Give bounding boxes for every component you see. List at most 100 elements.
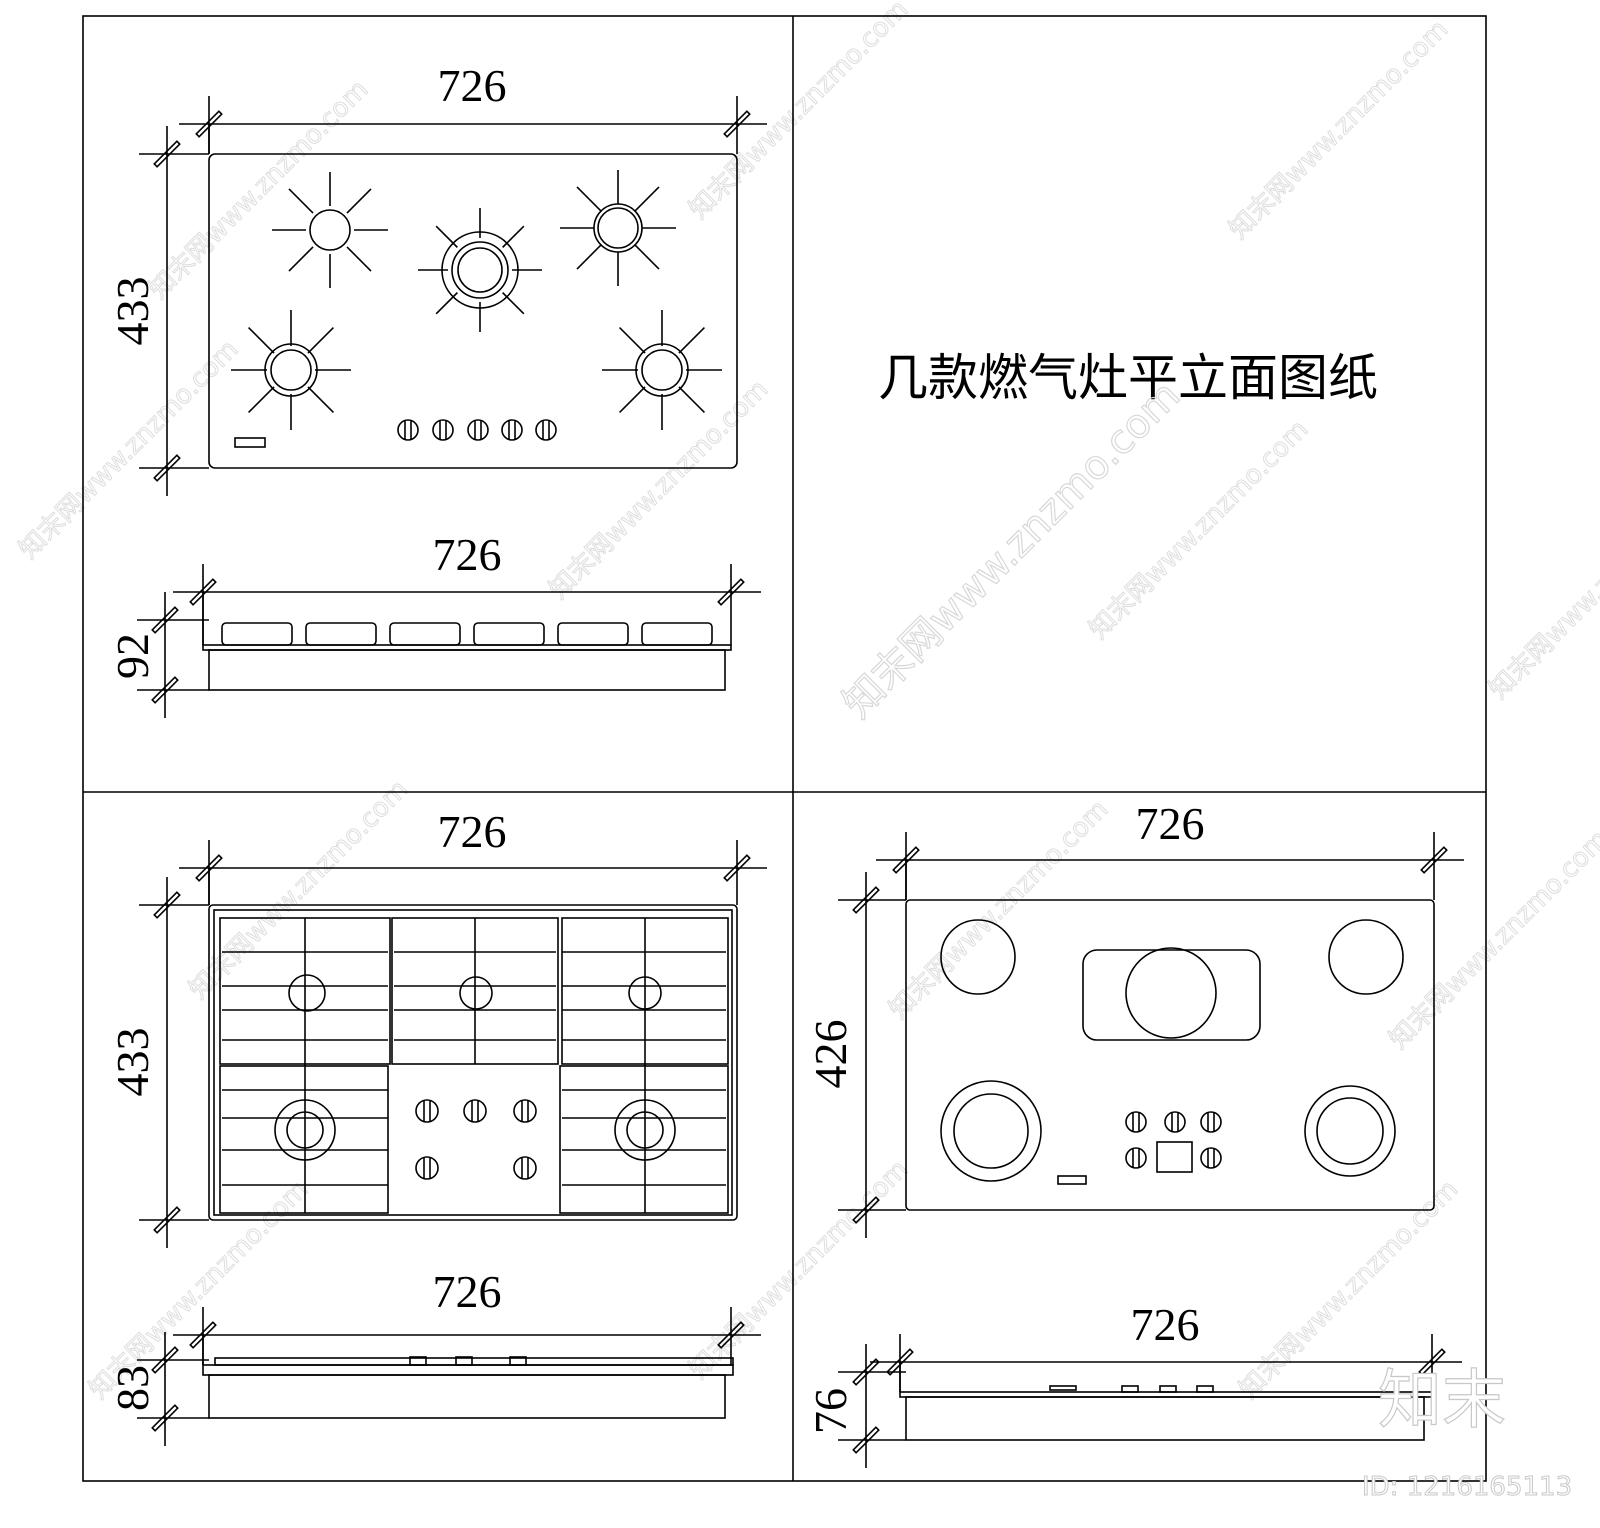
- knob-profile: [509, 1356, 527, 1366]
- burner: [1328, 919, 1404, 995]
- grate-spoke: [346, 188, 372, 214]
- dim-tick: [892, 846, 920, 874]
- burner-ring: [1316, 1097, 1384, 1165]
- dim-tick: [852, 1358, 880, 1386]
- knob: [467, 419, 489, 441]
- knob: [1200, 1111, 1222, 1133]
- dim-tick: [852, 886, 880, 914]
- burner: [1125, 947, 1217, 1039]
- watermark-tile: 知末网www.znzmo.com: [684, 0, 915, 225]
- burner: [309, 209, 351, 251]
- burner-ring: [626, 1111, 664, 1149]
- knob: [432, 419, 454, 441]
- dim-plan3-depth: 426: [805, 1020, 856, 1089]
- cooktop-plan-3: [905, 899, 1435, 1211]
- knob: [501, 419, 523, 441]
- watermark-tile: 知末网www.znzmo.com: [1484, 474, 1600, 705]
- burner-ring: [953, 1093, 1029, 1169]
- grate-spoke: [435, 225, 458, 248]
- grate-spoke: [634, 186, 660, 212]
- indicator-profile: [1049, 1385, 1077, 1391]
- dim-tick: [151, 1346, 179, 1374]
- knob: [1125, 1111, 1147, 1133]
- burner: [459, 976, 493, 1010]
- knob: [513, 1156, 537, 1180]
- cooktop-inner: [213, 909, 733, 1216]
- watermark-site: 知末网www.znzmo.com: [835, 373, 1190, 728]
- grate-spoke: [307, 386, 334, 413]
- body: [208, 1374, 726, 1419]
- knob-profile: [1159, 1385, 1177, 1393]
- dim-tick: [151, 606, 179, 634]
- burner-ring: [286, 1111, 324, 1149]
- indicator: [234, 437, 266, 448]
- dim-plan2-width: 726: [438, 806, 507, 857]
- knob: [463, 1099, 487, 1123]
- dim-elev2-width: 726: [433, 1266, 502, 1317]
- dim-tick: [1418, 1348, 1446, 1376]
- watermark-tile: 知末网www.znzmo.com: [184, 774, 415, 1005]
- grate-spoke: [634, 244, 660, 270]
- top-plate: [202, 1364, 734, 1376]
- knob: [1200, 1147, 1222, 1169]
- burner: [597, 207, 639, 249]
- watermark-tile: 知末网www.znzmo.com: [684, 1154, 915, 1385]
- grate-profile: [305, 622, 377, 646]
- cooktop-plan-2: [208, 904, 738, 1221]
- dim-tick: [717, 1321, 745, 1349]
- dim-elev2-height: 83: [107, 1365, 158, 1411]
- dim-tick: [852, 1196, 880, 1224]
- watermark-tile: 知末网www.znzmo.com: [1224, 14, 1455, 245]
- watermark-id: ID: 1216165113: [1362, 1472, 1572, 1502]
- dim-tick: [723, 110, 751, 138]
- dim-plan3-width: 726: [1136, 798, 1205, 849]
- grate-spoke: [248, 386, 275, 413]
- dim-tick: [153, 1206, 181, 1234]
- burner: [940, 919, 1016, 995]
- display: [1156, 1141, 1193, 1173]
- grate-spoke: [502, 292, 525, 315]
- knob: [513, 1099, 537, 1123]
- burner: [628, 976, 662, 1010]
- dim-elev1-height: 92: [107, 633, 158, 679]
- drawing-lines: [82, 15, 1487, 1482]
- grate-spoke: [576, 186, 602, 212]
- burner: [1304, 1085, 1396, 1177]
- knob-profile: [455, 1356, 473, 1366]
- knob-profile: [1121, 1385, 1139, 1393]
- dim-tick: [153, 140, 181, 168]
- dim-elev3-height: 76: [805, 1388, 856, 1434]
- grate-spoke: [248, 327, 275, 354]
- dim-tick: [151, 1404, 179, 1432]
- burner: [451, 241, 509, 299]
- dim-plan1-depth: 433: [107, 277, 158, 346]
- burner: [274, 1099, 336, 1161]
- grate-spoke: [619, 386, 646, 413]
- grate-spoke: [678, 386, 705, 413]
- sheet-title: 几款燃气灶平立面图纸: [878, 349, 1378, 407]
- grate-spoke: [678, 327, 705, 354]
- dim-tick: [151, 676, 179, 704]
- grate-spoke: [435, 292, 458, 315]
- burner: [270, 349, 312, 391]
- knob: [1125, 1147, 1147, 1169]
- grate-profile: [641, 622, 713, 646]
- grate: [559, 1065, 729, 1214]
- burner: [641, 349, 683, 391]
- grate-spoke: [307, 327, 334, 354]
- glass-top: [214, 1357, 734, 1366]
- grate-profile: [557, 622, 629, 646]
- knob: [535, 419, 557, 441]
- dim-tick: [1420, 846, 1448, 874]
- body: [208, 649, 726, 691]
- knob-profile: [409, 1356, 427, 1366]
- dim-tick: [195, 854, 223, 882]
- knob: [415, 1156, 439, 1180]
- burner: [940, 1080, 1042, 1182]
- watermark-logo: 知末: [1378, 1364, 1506, 1438]
- indicator: [1057, 1175, 1087, 1185]
- dim-plan1-width: 726: [438, 60, 507, 111]
- dim-plan2-depth: 433: [107, 1028, 158, 1097]
